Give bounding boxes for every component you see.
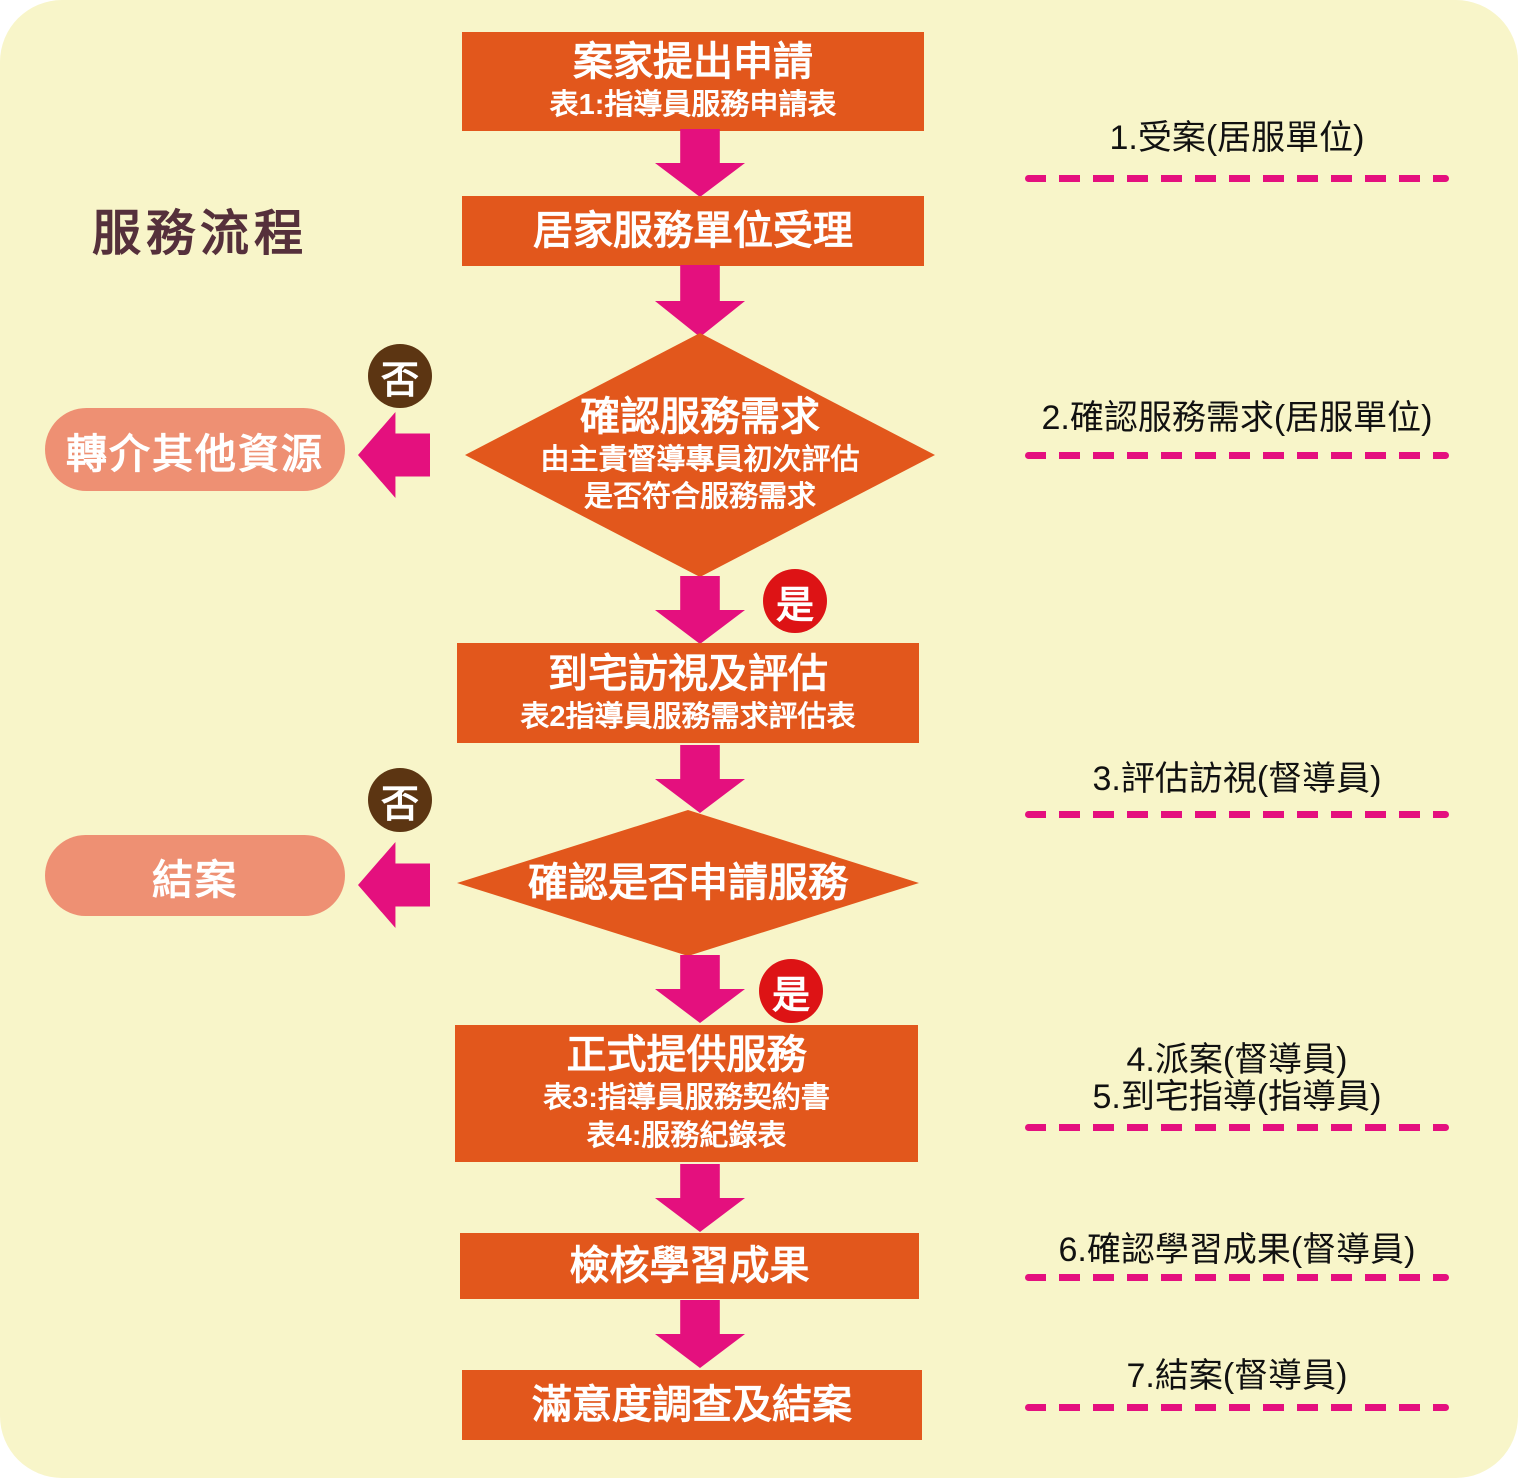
step-application-subtitle: 表1:指導員服務申請表 [549,89,837,122]
step-acceptance-box: 居家服務單位受理 [462,196,924,266]
dashed-line-3 [1025,811,1449,818]
page-title: 服務流程 [92,207,309,261]
annotation-4-line-1: 4.派案(督導員) [1126,1041,1348,1079]
arrow-left-1 [358,412,430,498]
arrow-down-6 [655,1164,745,1232]
close-case-pill: 結案 [45,835,345,916]
arrow-down-3 [655,576,745,644]
decision-service-need-diamond: 確認服務需求 由主責督導專員初次評估 是否符合服務需求 [465,333,935,577]
annotation-5: 6.確認學習成果(督導員) [1058,1231,1416,1269]
step-satisfaction-title: 滿意度調查及結案 [532,1382,852,1427]
step-provide-service-title: 正式提供服務 [566,1033,807,1078]
decision-apply-service-title: 確認是否申請服務 [528,860,848,905]
annotation-2: 2.確認服務需求(居服單位) [1041,399,1433,437]
step-provide-service-subtitle1: 表3:指導員服務契約書 [543,1082,830,1115]
step-application-box: 案家提出申請 表1:指導員服務申請表 [462,32,924,131]
step-provide-service-subtitle2: 表4:服務紀錄表 [586,1119,787,1152]
arrow-down-5 [655,955,745,1023]
arrow-down-7 [655,1300,745,1368]
arrow-down-2 [655,265,745,337]
annotation-3: 3.評估訪視(督導員) [1092,760,1382,798]
step-application-title: 案家提出申請 [573,40,813,85]
arrow-down-4 [655,745,745,813]
arrow-down-1 [655,129,745,197]
decision-service-need-line2: 由主責督導專員初次評估 [540,443,860,476]
dashed-line-5 [1025,1274,1449,1281]
decision-service-need-title: 確認服務需求 [580,394,820,439]
referral-pill: 轉介其他資源 [45,408,345,491]
step-check-learning-title: 檢核學習成果 [569,1243,810,1288]
decision-service-need-line3: 是否符合服務需求 [583,481,816,514]
yes-badge-1: 是 [763,569,827,633]
step-provide-service-box: 正式提供服務 表3:指導員服務契約書 表4:服務紀錄表 [455,1025,918,1162]
step-home-visit-title: 到宅訪視及評估 [548,651,828,696]
yes-badge-2: 是 [759,959,823,1023]
no-badge-2: 否 [368,768,432,832]
step-satisfaction-box: 滿意度調查及結案 [462,1370,922,1440]
step-home-visit-box: 到宅訪視及評估 表2指導員服務需求評估表 [457,643,919,743]
step-check-learning-box: 檢核學習成果 [460,1233,919,1299]
dashed-line-2 [1025,452,1449,459]
annotation-4-line-2: 5.到宅指導(指導員) [1092,1077,1382,1116]
dashed-line-6 [1025,1404,1449,1411]
dashed-line-4 [1025,1124,1449,1131]
no-badge-1: 否 [368,344,432,408]
arrow-left-2 [358,842,430,928]
step-home-visit-subtitle: 表2指導員服務需求評估表 [520,700,856,733]
step-acceptance-title: 居家服務單位受理 [533,208,853,253]
annotation-4: 4.派案(督導員) 5.到宅指導(指導員) [1025,1042,1449,1115]
decision-apply-service-diamond: 確認是否申請服務 [457,810,919,956]
dashed-line-1 [1025,175,1449,182]
annotation-1: 1.受案(居服單位) [1109,119,1365,157]
annotation-6: 7.結案(督導員) [1126,1357,1348,1395]
